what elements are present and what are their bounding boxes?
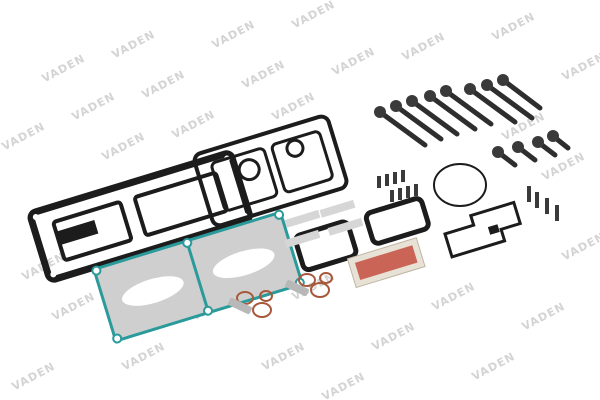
valve-plate-gasket-right xyxy=(443,200,523,259)
small-black-gasket xyxy=(363,196,431,246)
large-black-gasket xyxy=(192,114,349,228)
small-screws-right xyxy=(527,186,559,221)
teal-silver-gasket xyxy=(91,209,305,344)
springs xyxy=(228,279,309,315)
short-bolts xyxy=(492,130,571,168)
silver-reed-valves xyxy=(284,199,364,248)
sealant-packet xyxy=(346,237,426,289)
long-bolts xyxy=(374,74,543,148)
small-black-gasket xyxy=(293,219,359,273)
small-screws-center xyxy=(377,170,418,202)
large-o-ring xyxy=(433,163,487,207)
